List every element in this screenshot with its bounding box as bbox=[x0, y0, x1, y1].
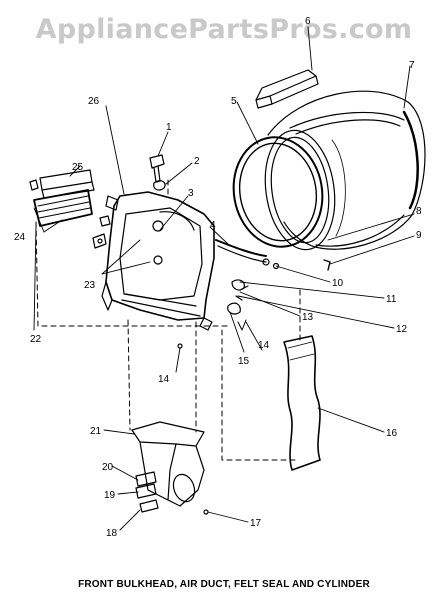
callout-13: 13 bbox=[302, 312, 314, 323]
bearing-pads bbox=[227, 258, 280, 315]
callout-4: 4 bbox=[210, 220, 216, 231]
diagram-caption: FRONT BULKHEAD, AIR DUCT, FELT SEAL AND … bbox=[78, 579, 370, 590]
callout-10: 10 bbox=[332, 278, 344, 289]
callout-22: 22 bbox=[30, 334, 42, 345]
callout-24: 24 bbox=[14, 232, 26, 243]
leader-lines bbox=[33, 26, 415, 531]
callout-16: 16 bbox=[386, 428, 398, 439]
baffle-part bbox=[255, 69, 319, 109]
lint-filter-housing bbox=[29, 169, 95, 227]
front-bulkhead bbox=[101, 191, 215, 331]
callout-2: 2 bbox=[194, 156, 200, 167]
clip-part bbox=[153, 180, 166, 191]
callout-26: 26 bbox=[88, 96, 100, 107]
callout-12: 12 bbox=[396, 324, 408, 335]
screws bbox=[177, 259, 331, 515]
hinge-pin-part bbox=[149, 154, 165, 183]
callout-20: 20 bbox=[102, 462, 114, 473]
callout-18: 18 bbox=[106, 528, 118, 539]
watermark-text: AppliancePartsPros.com bbox=[35, 14, 413, 45]
callout-9: 9 bbox=[416, 230, 422, 241]
callout-3: 3 bbox=[188, 188, 194, 199]
callout-23: 23 bbox=[84, 280, 96, 291]
felt-strip bbox=[283, 335, 321, 471]
callout-11: 11 bbox=[386, 294, 397, 305]
assembly-lines bbox=[35, 179, 301, 461]
felt-seal-ring bbox=[232, 136, 324, 248]
bulkhead-fittings bbox=[92, 215, 111, 249]
callout-21: 21 bbox=[90, 426, 102, 437]
callout-labels: 1 2 3 4 5 6 7 8 9 10 11 12 13 14 14 15 1… bbox=[14, 16, 422, 539]
callout-15: 15 bbox=[238, 356, 250, 367]
seal-strip bbox=[215, 239, 267, 263]
callout-17: 17 bbox=[250, 518, 262, 529]
callout-8: 8 bbox=[416, 206, 422, 217]
callout-14a: 14 bbox=[258, 340, 270, 351]
callout-14b: 14 bbox=[158, 374, 170, 385]
callout-19: 19 bbox=[104, 490, 116, 501]
callout-25: 25 bbox=[72, 162, 84, 173]
callout-5: 5 bbox=[231, 96, 237, 107]
drum-cylinder bbox=[264, 90, 426, 251]
callout-7: 7 bbox=[409, 60, 415, 71]
callout-6: 6 bbox=[305, 16, 311, 27]
callout-1: 1 bbox=[166, 122, 172, 133]
duct-seals bbox=[135, 471, 159, 513]
air-duct bbox=[131, 421, 205, 507]
